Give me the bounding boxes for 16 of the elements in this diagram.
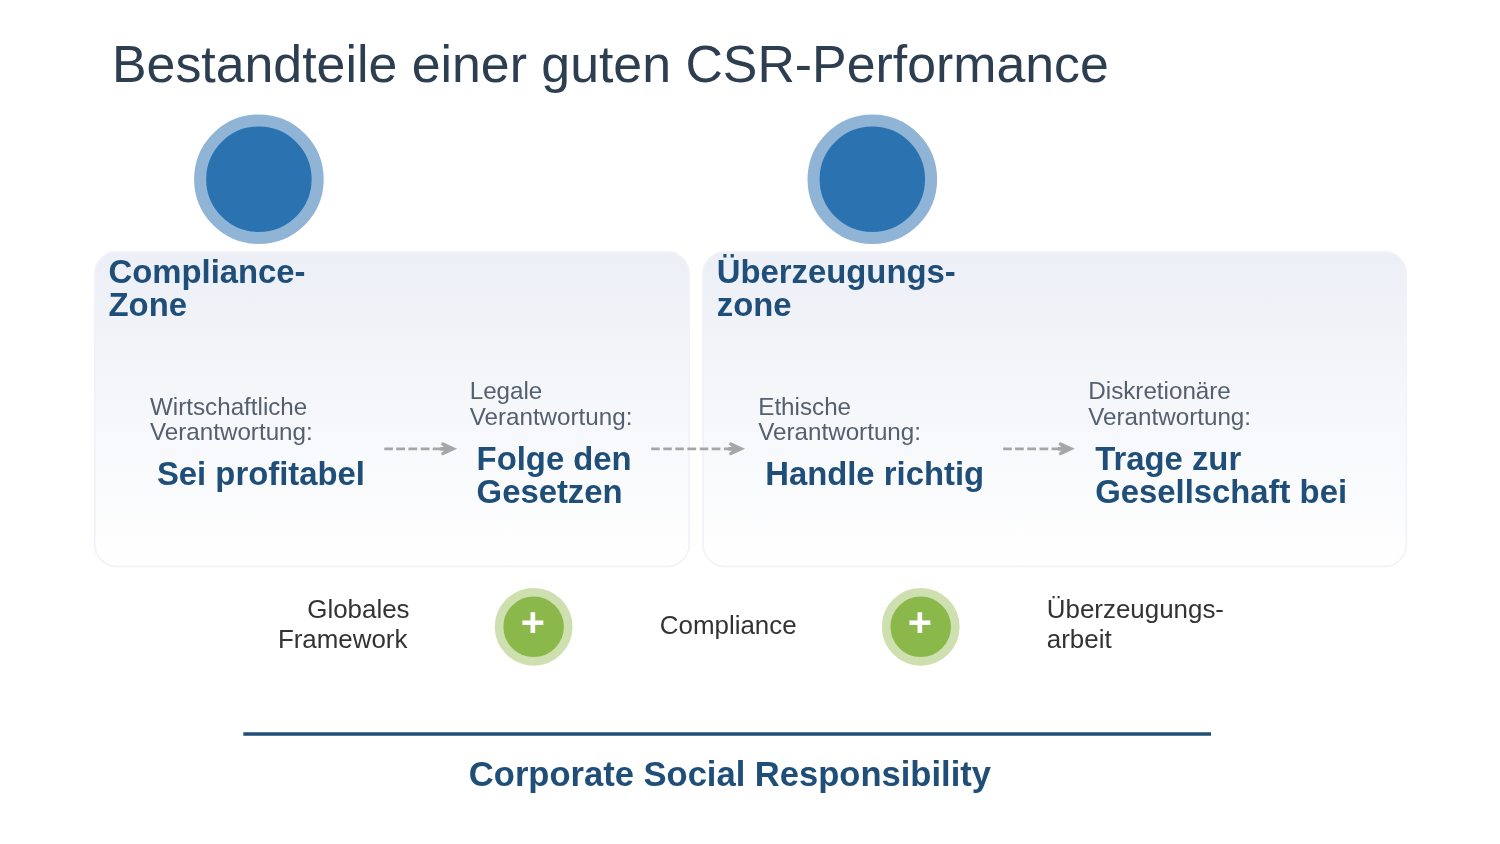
node-text: Ethische Verantwortung: Handle richtig bbox=[757, 392, 984, 493]
label: Corporate Social Responsibility bbox=[468, 754, 991, 793]
node-circle: + bbox=[881, 587, 960, 666]
node-circle bbox=[807, 114, 937, 244]
node-text: Wirtschaftliche Verantwortung: Sei profitabel bbox=[149, 392, 365, 493]
label: Überzeugungs-arbeit bbox=[1046, 595, 1224, 653]
node-text: Diskretionäre Verantwortung: Trage zur Gesellschaft bei bbox=[1087, 377, 1347, 510]
node-text: Legale Verantwortung: Folge den Gesetzen bbox=[469, 377, 632, 510]
diagram-title: Bestandteile einer guten CSR-Performance bbox=[111, 34, 1109, 93]
node-circle bbox=[193, 114, 324, 244]
arrow bbox=[383, 441, 455, 456]
arrow bbox=[1002, 441, 1073, 456]
label: Globales Framework bbox=[277, 595, 410, 653]
arrow bbox=[650, 441, 743, 456]
node-circle: + bbox=[494, 587, 573, 666]
label: Compliance bbox=[659, 610, 797, 639]
